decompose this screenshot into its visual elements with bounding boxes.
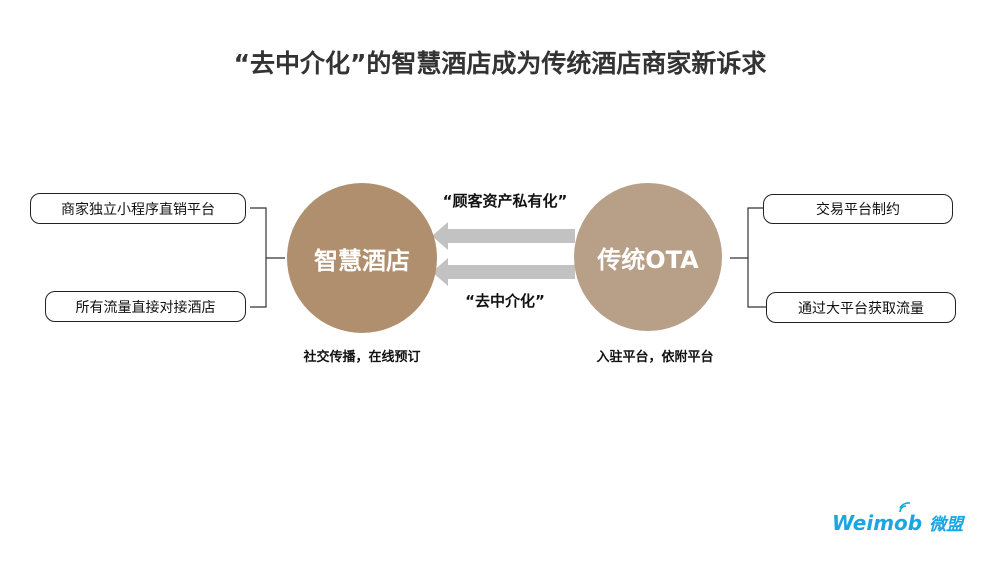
smart-hotel-label: 智慧酒店 [314,246,410,275]
left-item-2: 所有流量直接对接酒店 [45,291,246,322]
ota-label: 传统OTA [597,245,699,274]
arrow-bottom [432,258,575,286]
right-item-2: 通过大平台获取流量 [766,292,956,323]
left-caption: 社交传播，在线预订 [303,350,421,365]
right-item-1: 交易平台制约 [763,194,953,224]
left-brace [250,207,285,308]
left-item-1: 商家独立小程序直销平台 [30,193,246,224]
right-caption: 入驻平台，依附平台 [596,350,714,365]
arrow-bottom-label: “去中介化” [465,292,545,310]
logo-text: Weimob [832,511,923,535]
right-brace [730,207,766,308]
arrow-top-label: “顾客资产私有化” [442,192,568,210]
logo-cn: 微盟 [929,515,964,535]
smart-hotel-circle: 智慧酒店 [287,183,437,333]
wifi-icon [899,502,911,513]
ota-circle: 传统OTA [574,183,722,331]
slide-title: “去中介化”的智慧酒店成为传统酒店商家新诉求 [233,49,767,78]
arrow-top [432,222,575,250]
weimob-logo: Weimob 微盟 [832,502,964,535]
